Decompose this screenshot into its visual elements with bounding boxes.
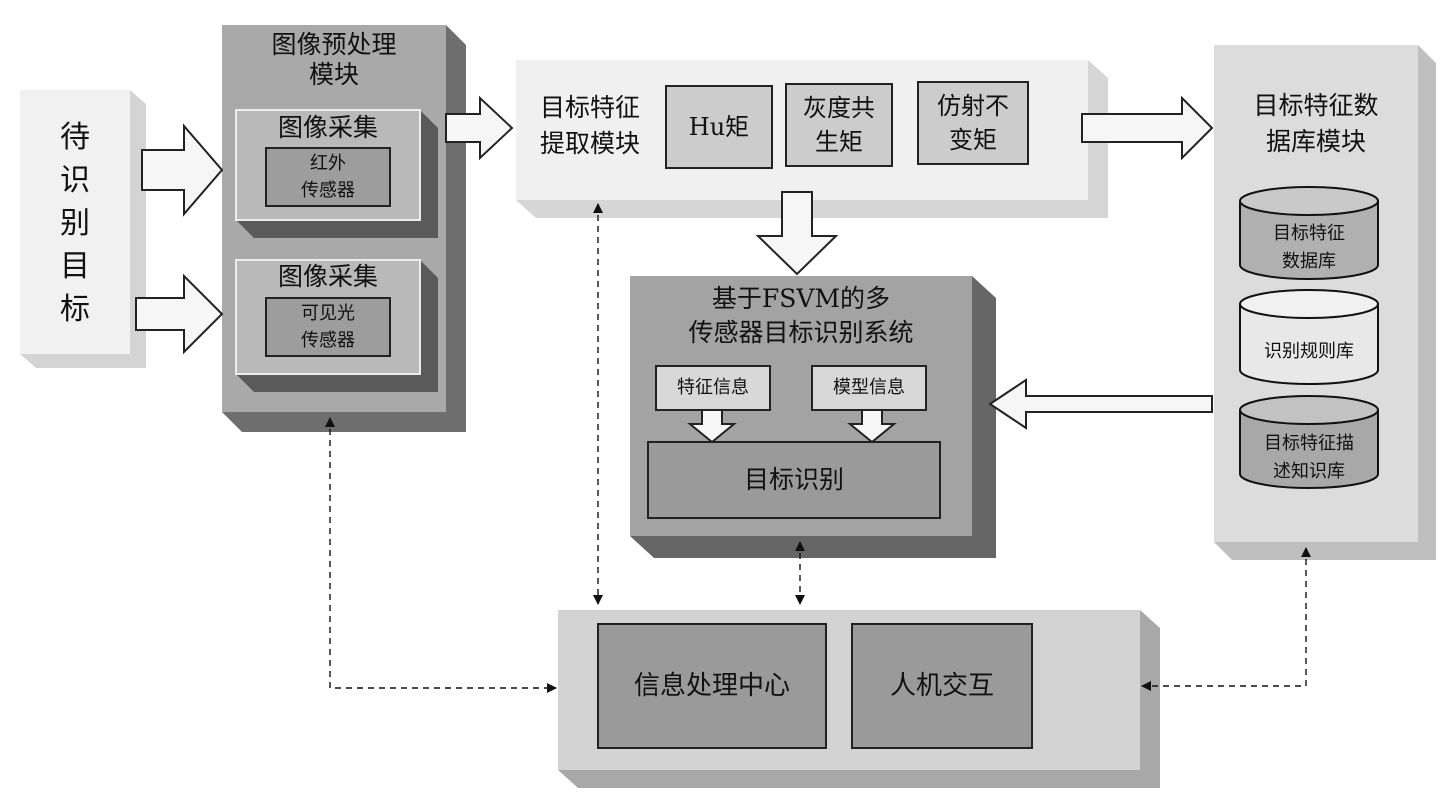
feature-extraction-block	[516, 60, 1108, 218]
database-cylinder-3	[1239, 395, 1379, 489]
glcm-label: 灰度共 生矩	[803, 94, 875, 156]
arrow-target-to-infrared	[141, 123, 224, 217]
info-processing-center-label: 信息处理中心	[633, 671, 790, 701]
feature-extraction-title: 目标特征 提取模块	[539, 93, 640, 158]
arrow-extraction-to-fsvm	[755, 191, 839, 276]
hu-moment-label: Hu矩	[688, 113, 750, 141]
arrow-preprocess-to-extraction	[445, 95, 514, 161]
target-label: 待 识 别 目 标	[60, 120, 90, 327]
target-block	[20, 90, 146, 368]
dashed-link-preprocess	[325, 417, 557, 693]
arrow-feature-info-down	[687, 409, 737, 444]
arrow-extraction-to-database	[1081, 95, 1214, 161]
feature-info-label: 特征信息	[677, 377, 749, 398]
fsvm-system-block	[630, 276, 996, 558]
acquisition-title-visible: 图像采集	[277, 262, 378, 291]
database-cylinder-2	[1239, 289, 1379, 385]
arrow-target-to-visible	[135, 273, 224, 355]
database-cylinder-1	[1239, 186, 1379, 280]
info-center-block	[558, 610, 1160, 788]
acquisition-title-infrared: 图像采集	[277, 113, 378, 142]
feature-database-label: 目标特征 数据库	[1273, 223, 1345, 272]
fsvm-system-title: 基于FSVM的多 传感器目标识别系统	[688, 284, 914, 347]
dashed-link-database	[1141, 547, 1311, 691]
visible-sensor-label: 可见光 传感器	[301, 303, 355, 351]
database-module-title: 目标特征数 据库模块	[1253, 91, 1379, 156]
acquisition-unit-visible	[235, 259, 438, 392]
recognition-rules-label: 识别规则库	[1264, 341, 1354, 362]
affine-moment-label: 仿射不 变矩	[937, 92, 1009, 154]
model-info-label: 模型信息	[833, 377, 905, 398]
human-machine-interaction-label: 人机交互	[889, 671, 994, 701]
feature-description-kb-label: 目标特征描 述知识库	[1264, 433, 1354, 482]
arrow-database-to-fsvm	[988, 378, 1213, 430]
arrow-model-info-down	[847, 409, 897, 444]
acquisition-unit-infrared	[235, 109, 438, 238]
preprocess-title: 图像预处理 模块	[271, 30, 397, 89]
target-recognition-label: 目标识别	[743, 465, 844, 494]
infrared-sensor-label: 红外 传感器	[301, 153, 355, 201]
